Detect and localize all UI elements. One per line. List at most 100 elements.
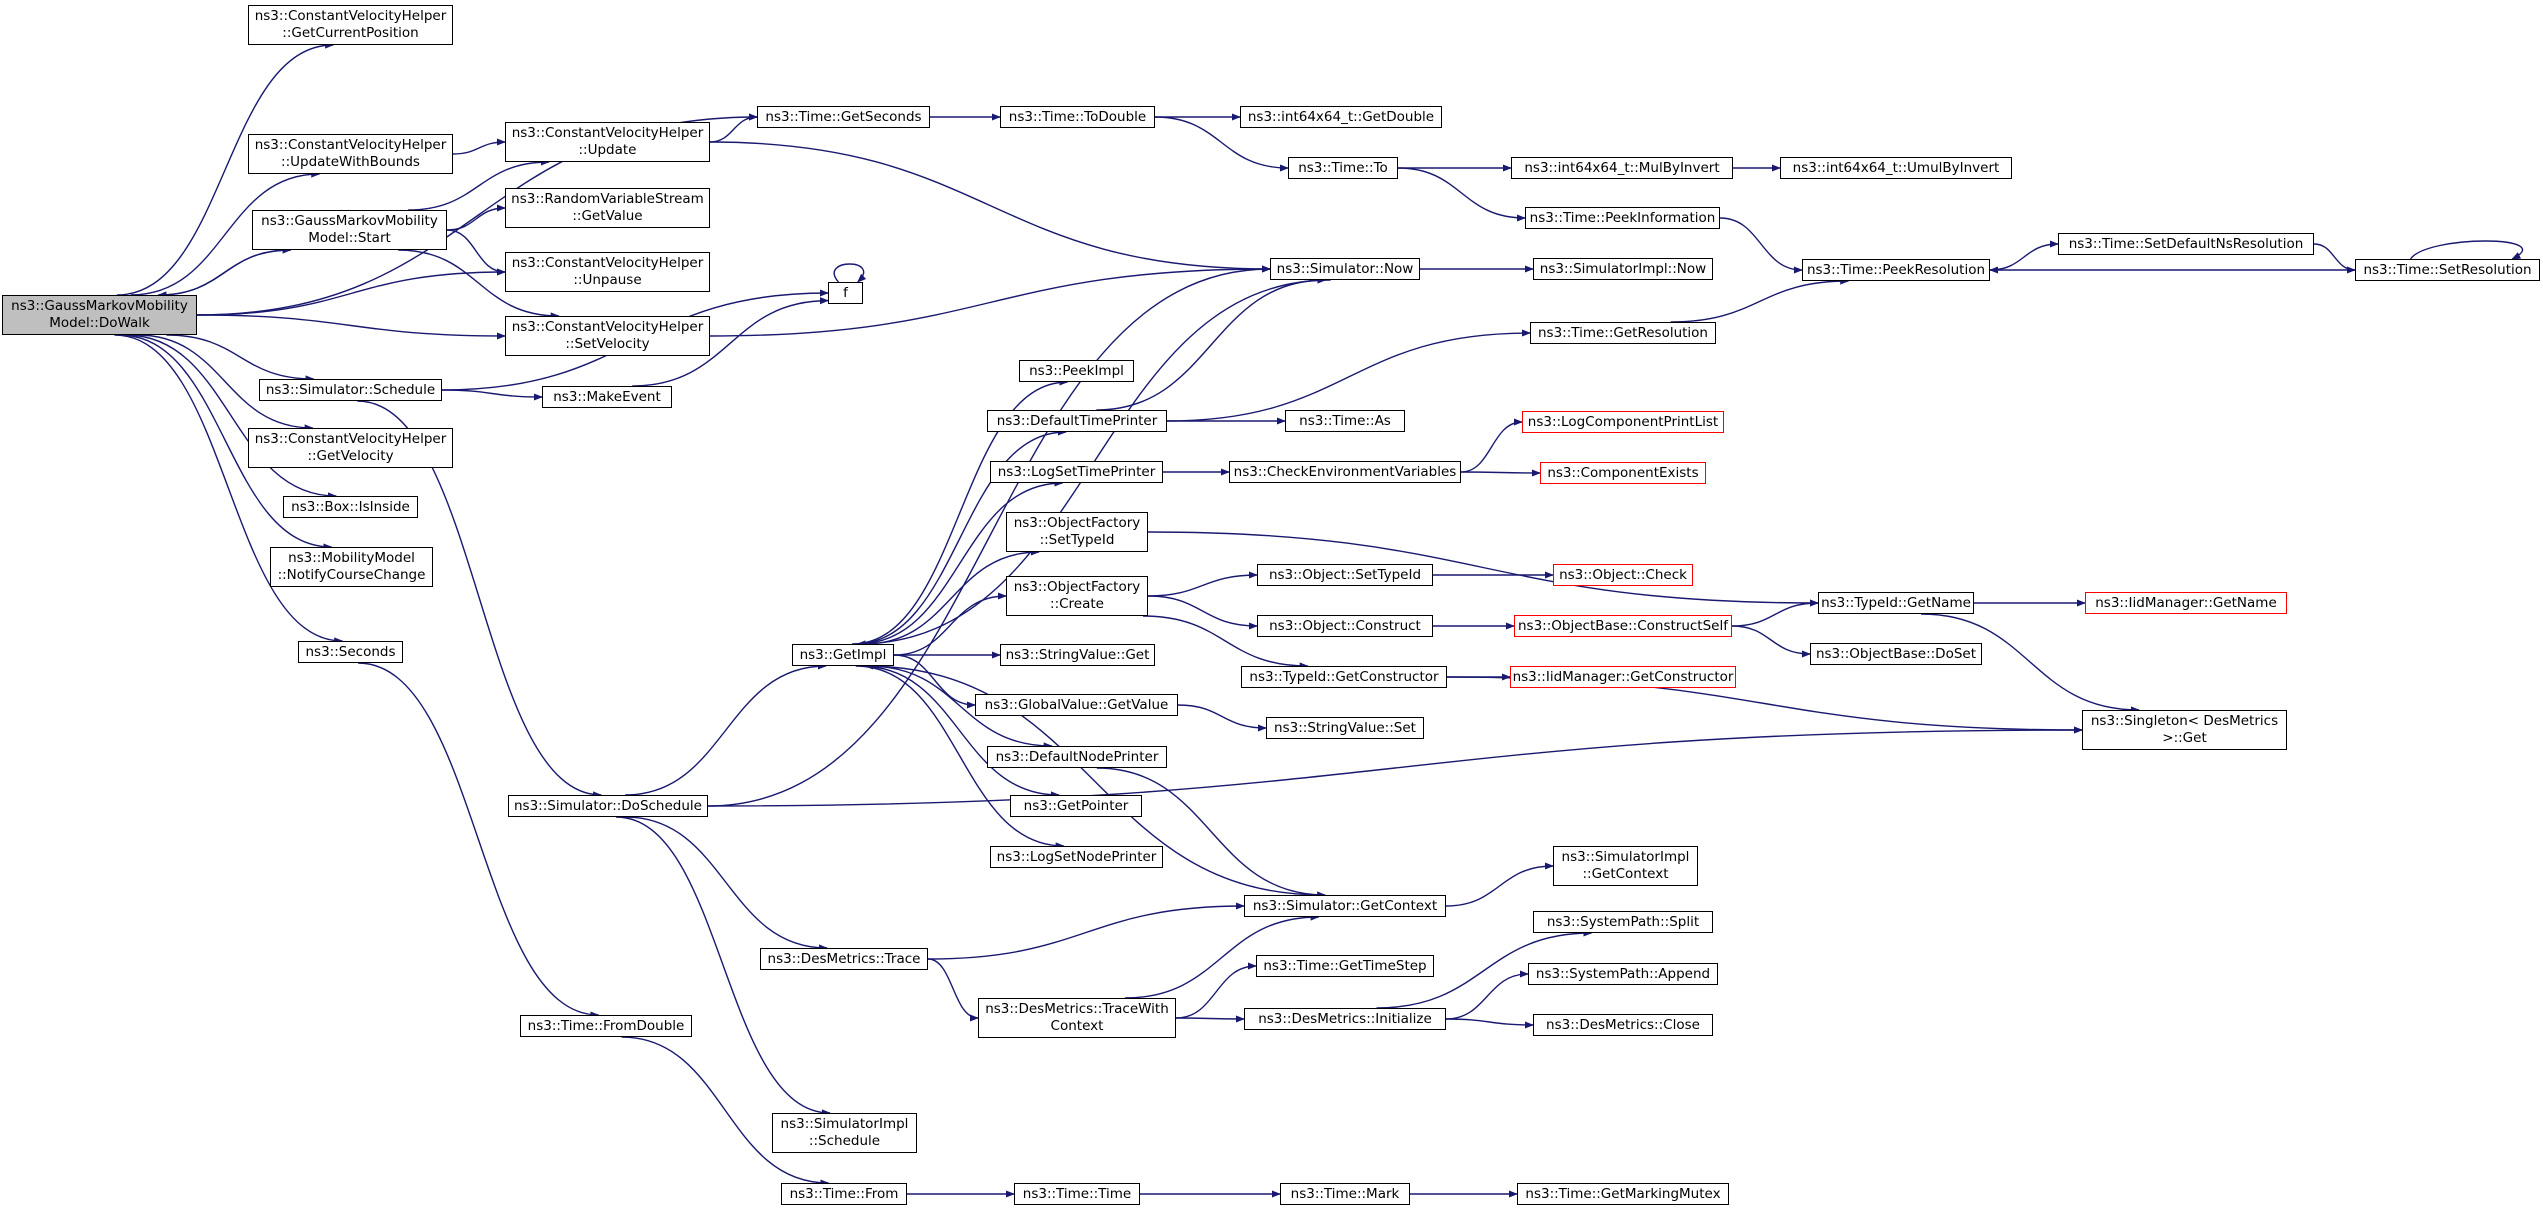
call-edge <box>1731 599 1819 627</box>
node-object-settypeid[interactable]: ns3::Object::SetTypeId <box>1257 564 1433 586</box>
node-peekimpl[interactable]: ns3::PeekImpl <box>1019 360 1134 382</box>
node-objectbase-doset[interactable]: ns3::ObjectBase::DoSet <box>1810 643 1982 665</box>
node-object-construct[interactable]: ns3::Object::Construct <box>1257 615 1433 637</box>
node-label-line: ns3::LogComponentPrintList <box>1527 413 1719 430</box>
node-simulatorimpl-now[interactable]: ns3::SimulatorImpl::Now <box>1533 258 1713 280</box>
node-time-setdefaultnsresolution[interactable]: ns3::Time::SetDefaultNsResolution <box>2058 233 2314 255</box>
node-stringvalue-set[interactable]: ns3::StringValue::Set <box>1266 717 1424 739</box>
node-iidmanager-getconstructor[interactable]: ns3::IidManager::GetConstructor <box>1510 666 1736 688</box>
node-simulator-getcontext[interactable]: ns3::Simulator::GetContext <box>1244 895 1446 917</box>
node-label-line: ns3::Box::IsInside <box>291 498 410 515</box>
node-label-line: ns3::IidManager::GetName <box>2095 594 2277 611</box>
node-simulator-now[interactable]: ns3::Simulator::Now <box>1270 258 1420 280</box>
node-iidmanager-getname[interactable]: ns3::IidManager::GetName <box>2085 592 2287 614</box>
call-edge <box>137 334 314 432</box>
node-getimpl[interactable]: ns3::GetImpl <box>792 644 894 666</box>
node-logsetnodeprinter[interactable]: ns3::LogSetNodePrinter <box>990 846 1163 868</box>
node-time-getmarkingmutex[interactable]: ns3::Time::GetMarkingMutex <box>1517 1183 1729 1205</box>
node-label-line: ns3::Time::GetSeconds <box>765 108 922 125</box>
node-objectbase-constructself[interactable]: ns3::ObjectBase::ConstructSelf <box>1514 615 1732 637</box>
call-edge <box>852 378 1069 645</box>
node-objectfactory-settypeid[interactable]: ns3::ObjectFactory::SetTypeId <box>1006 512 1148 552</box>
node-int64-getdouble[interactable]: ns3::int64x64_t::GetDouble <box>1240 106 1442 128</box>
node-simulator-schedule[interactable]: ns3::Simulator::Schedule <box>259 379 442 401</box>
node-time-as[interactable]: ns3::Time::As <box>1285 410 1405 432</box>
node-logsettimeprinter[interactable]: ns3::LogSetTimePrinter <box>990 461 1163 483</box>
node-time-todouble[interactable]: ns3::Time::ToDouble <box>1000 106 1155 128</box>
node-label-line: ns3::Time::Time <box>1022 1185 1132 1202</box>
call-edge <box>446 229 506 276</box>
node-desmetrics-trace[interactable]: ns3::DesMetrics::Trace <box>760 948 928 970</box>
node-simulator-doschedule[interactable]: ns3::Simulator::DoSchedule <box>508 795 708 817</box>
node-label-line: ns3::Time::PeekInformation <box>1529 209 1716 226</box>
node-singleton-desmetrics-get[interactable]: ns3::Singleton< DesMetrics >::Get <box>2082 710 2287 750</box>
call-edge <box>709 265 1271 337</box>
call-edge <box>624 816 828 952</box>
node-label-line: ns3::ConstantVelocityHelper <box>511 319 704 335</box>
node-cvh-getcurrentposition[interactable]: ns3::ConstantVelocityHelper::GetCurrentP… <box>248 5 453 45</box>
node-int64-mulbyinvert[interactable]: ns3::int64x64_t::MulByInvert <box>1511 157 1733 179</box>
node-time-peekresolution[interactable]: ns3::Time::PeekResolution <box>1802 259 1990 281</box>
node-label-line: ::GetCurrentPosition <box>282 25 419 41</box>
node-randomvariablestream-getvalue[interactable]: ns3::RandomVariableStream::GetValue <box>505 188 710 228</box>
node-label-line: ::Update <box>578 142 637 158</box>
node-time-gettimestep[interactable]: ns3::Time::GetTimeStep <box>1256 955 1434 977</box>
node-defaulttimeprinter[interactable]: ns3::DefaultTimePrinter <box>987 410 1167 432</box>
node-makeevent[interactable]: ns3::MakeEvent <box>542 386 672 408</box>
node-label-line: ns3::ConstantVelocityHelper <box>254 431 447 447</box>
node-logcomponentprintlist[interactable]: ns3::LogComponentPrintList <box>1522 411 1724 433</box>
node-typeid-getname[interactable]: ns3::TypeId::GetName <box>1818 592 1974 614</box>
node-time-time[interactable]: ns3::Time::Time <box>1014 1183 1140 1205</box>
node-seconds[interactable]: ns3::Seconds <box>298 641 403 663</box>
node-cvh-updatewithbounds[interactable]: ns3::ConstantVelocityHelper::UpdateWithB… <box>248 134 453 174</box>
node-label-line: Model::DoWalk <box>49 315 150 331</box>
node-box-isinside[interactable]: ns3::Box::IsInside <box>283 496 418 518</box>
call-edge <box>441 389 543 401</box>
node-object-check[interactable]: ns3::Object::Check <box>1553 564 1693 586</box>
node-label-line: ns3::Object::Check <box>1559 566 1687 583</box>
node-time-peekinformation[interactable]: ns3::Time::PeekInformation <box>1525 207 1720 229</box>
node-label-line: ns3::Time::FromDouble <box>527 1017 685 1034</box>
call-edge <box>855 665 1065 850</box>
node-checkenvironmentvariables[interactable]: ns3::CheckEnvironmentVariables <box>1229 461 1461 483</box>
node-time-setresolution[interactable]: ns3::Time::SetResolution <box>2355 259 2540 281</box>
node-simulatorimpl-getcontext[interactable]: ns3::SimulatorImpl::GetContext <box>1553 846 1698 886</box>
node-cvh-update[interactable]: ns3::ConstantVelocityHelper::Update <box>505 122 710 162</box>
node-label-line: ns3::ConstantVelocityHelper <box>511 255 704 271</box>
node-label-line: ns3::PeekImpl <box>1029 362 1124 379</box>
node-desmetrics-initialize[interactable]: ns3::DesMetrics::Initialize <box>1244 1008 1446 1030</box>
node-time-fromdouble[interactable]: ns3::Time::FromDouble <box>520 1015 692 1037</box>
node-label-line: Context <box>1050 1018 1104 1034</box>
node-label-line: ns3::DesMetrics::Close <box>1546 1016 1700 1033</box>
call-edge <box>1670 277 1850 323</box>
node-time-getresolution[interactable]: ns3::Time::GetResolution <box>1530 322 1716 344</box>
node-cvh-unpause[interactable]: ns3::ConstantVelocityHelper::Unpause <box>505 252 710 292</box>
node-mobilitymodel-notifycoursechange[interactable]: ns3::MobilityModel::NotifyCourseChange <box>270 547 433 587</box>
node-systempath-append[interactable]: ns3::SystemPath::Append <box>1528 963 1718 985</box>
node-typeid-getconstructor[interactable]: ns3::TypeId::GetConstructor <box>1241 666 1447 688</box>
node-systempath-split[interactable]: ns3::SystemPath::Split <box>1533 911 1713 933</box>
node-time-to[interactable]: ns3::Time::To <box>1288 157 1398 179</box>
node-stringvalue-get[interactable]: ns3::StringValue::Get <box>1000 644 1155 666</box>
node-getpointer[interactable]: ns3::GetPointer <box>1010 795 1142 817</box>
node-globalvalue-getvalue[interactable]: ns3::GlobalValue::GetValue <box>975 694 1178 716</box>
node-desmetrics-close[interactable]: ns3::DesMetrics::Close <box>1533 1014 1713 1036</box>
node-componentexists[interactable]: ns3::ComponentExists <box>1540 462 1706 484</box>
node-f[interactable]: f <box>828 282 863 304</box>
node-time-from[interactable]: ns3::Time::From <box>781 1183 907 1205</box>
node-int64-umulbyinvert[interactable]: ns3::int64x64_t::UmulByInvert <box>1780 157 2012 179</box>
node-cvh-getvelocity[interactable]: ns3::ConstantVelocityHelper::GetVelocity <box>248 428 453 468</box>
call-edge <box>707 726 2083 807</box>
node-objectfactory-create[interactable]: ns3::ObjectFactory::Create <box>1006 576 1148 616</box>
node-simulatorimpl-schedule[interactable]: ns3::SimulatorImpl::Schedule <box>772 1113 917 1153</box>
call-edge <box>864 662 1324 896</box>
node-defaultnodeprinter[interactable]: ns3::DefaultNodePrinter <box>987 746 1167 768</box>
node-time-mark[interactable]: ns3::Time::Mark <box>1280 1183 1410 1205</box>
node-time-getseconds[interactable]: ns3::Time::GetSeconds <box>757 106 930 128</box>
node-cvh-setvelocity[interactable]: ns3::ConstantVelocityHelper::SetVelocity <box>505 316 710 356</box>
